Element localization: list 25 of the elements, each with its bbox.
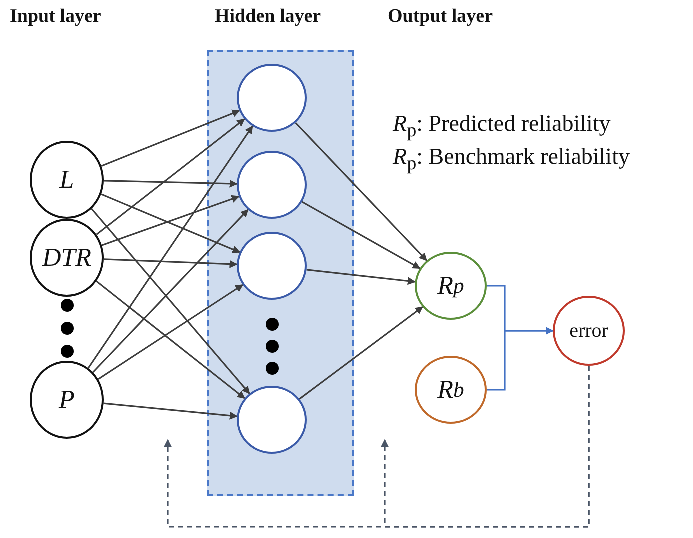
error-node: error: [553, 296, 625, 366]
arrow: [299, 306, 424, 400]
arrow: [104, 402, 238, 420]
arrow: [96, 280, 246, 400]
arrow: [96, 118, 246, 236]
arrow: [104, 180, 238, 188]
layer-heading: Input layer: [10, 6, 102, 28]
input-node: L: [30, 141, 104, 219]
arrow: [101, 110, 240, 167]
arrow: [88, 126, 254, 369]
arrow: [306, 269, 416, 286]
arrow: [295, 122, 428, 262]
input-node: P: [30, 361, 104, 439]
arrow: [104, 258, 238, 268]
arrow: [98, 284, 244, 380]
layer-heading: Output layer: [388, 6, 494, 28]
arrow: [487, 327, 554, 391]
feedback-arrow: [381, 366, 590, 528]
legend-note: R$_{p}$: Benchmark reliability: [393, 144, 630, 176]
arrow: [101, 194, 241, 254]
arrow: [302, 201, 421, 270]
legend-note: R$_{p}$: Predicted reliability: [393, 111, 611, 143]
layer-heading: Hidden layer: [215, 6, 322, 28]
arrow: [102, 195, 240, 246]
input-node: DTR: [30, 219, 104, 297]
